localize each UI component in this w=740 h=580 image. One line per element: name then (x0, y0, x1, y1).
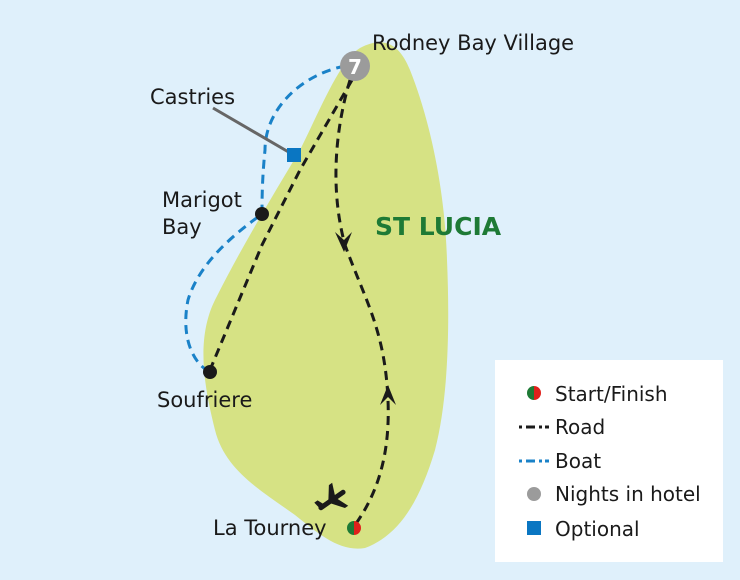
optional-square-icon (527, 521, 541, 535)
island-title: ST LUCIA (375, 212, 502, 241)
castries-optional-marker[interactable] (287, 148, 301, 162)
start-finish-icon (527, 386, 541, 400)
nights-badge: 7 (348, 55, 362, 79)
legend-road: Road (555, 415, 606, 439)
nights-circle-icon (527, 487, 541, 501)
start-finish-marker[interactable] (347, 521, 361, 535)
legend-nights: Nights in hotel (555, 482, 701, 506)
road-route-west (208, 79, 354, 371)
legend-optional: Optional (555, 517, 640, 541)
label-soufriere: Soufriere (157, 388, 253, 412)
label-rodney-bay: Rodney Bay Village (372, 31, 575, 55)
label-castries: Castries (150, 85, 236, 109)
legend-start-finish: Start/Finish (555, 382, 668, 406)
arrow-down-icon (335, 232, 352, 252)
marigot-bay-marker[interactable] (255, 207, 269, 221)
boat-route (184, 64, 346, 374)
castries-leader-line (212, 106, 293, 156)
soufriere-marker[interactable] (203, 365, 217, 379)
map-legend: Start/Finish Road Boat Nights in hotel O… (495, 360, 723, 562)
label-marigot-line1: Marigot (162, 188, 242, 212)
road-route-east (334, 79, 390, 526)
rodney-bay-nights-marker[interactable] (340, 51, 370, 81)
arrow-up-icon (380, 385, 396, 405)
label-marigot-line2: Bay (162, 215, 202, 239)
label-la-tourney: La Tourney (213, 516, 327, 540)
airplane-icon (314, 482, 349, 511)
legend-boat: Boat (555, 449, 602, 473)
